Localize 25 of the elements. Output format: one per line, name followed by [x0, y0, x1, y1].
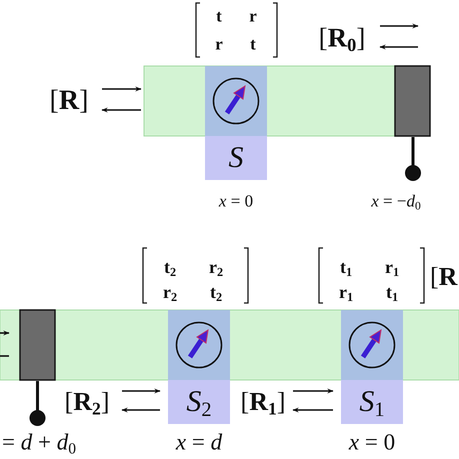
matrix-entry: r	[215, 36, 223, 52]
matrix-entry: r	[249, 8, 257, 24]
symbol-label: [R	[430, 264, 458, 290]
matrix-entry: t$_{1}$	[386, 283, 398, 301]
matrix-entry: t	[216, 8, 222, 24]
matrix-entry: t$_{1}$	[340, 258, 352, 276]
matrix-entry: r$_{2}$	[162, 283, 178, 301]
matrix-entry: t	[250, 36, 256, 52]
position-label: x = −d$_{0}$	[371, 192, 421, 210]
symbol-label: [R]	[50, 87, 88, 115]
symbol-label: S	[228, 143, 244, 173]
position-label: x = 0	[218, 192, 254, 210]
symbol-label: S$_{2}$	[186, 387, 212, 417]
matrix-entry: r$_{2}$	[208, 258, 224, 276]
matrix-entry: t$_{2}$	[164, 258, 176, 276]
matrix-entry: r$_{1}$	[338, 283, 354, 301]
symbol-label: S$_{1}$	[359, 387, 385, 417]
symbol-label: [R$_{1}$]	[240, 389, 286, 415]
matrix-entry: t$_{2}$	[210, 283, 222, 301]
symbol-label: [R$_{2}$]	[64, 389, 110, 415]
position-label: = d + d$_{0}$	[2, 430, 76, 454]
matrix-entry: r$_{1}$	[384, 258, 400, 276]
position-label: x = d	[176, 430, 222, 454]
position-label: x = 0	[348, 430, 396, 454]
symbol-label: [R$_{0}$]	[318, 24, 366, 52]
